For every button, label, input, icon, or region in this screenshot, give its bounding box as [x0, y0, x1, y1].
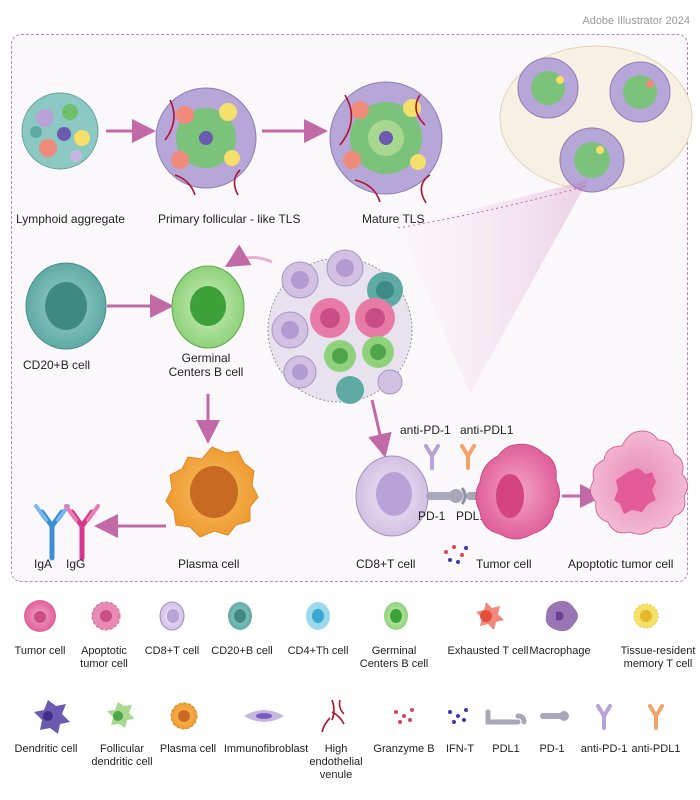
label-iga: IgA: [34, 557, 52, 571]
tumor-cell: [475, 443, 560, 540]
label-cd8-t-cell: CD8+T cell: [356, 557, 415, 571]
legend-row1-label-5-l1: CD4+Th cell: [288, 645, 349, 657]
igg-antibody: [64, 504, 100, 561]
legend-row2-label-10-l1: anti-PD-1: [581, 743, 627, 755]
exhausted-t-cell-icon: [476, 602, 504, 630]
legend-row2-label-6-l1: Granzyme B: [373, 743, 434, 755]
macrophage-icon: [545, 600, 578, 632]
granzyme-b-icon: [394, 708, 414, 724]
legend-row1-label-8-l1: Macrophage: [529, 645, 590, 657]
legend-row2-label-4-l1: Immunofibroblast: [224, 743, 308, 755]
legend-row1-label-6-l1: Germinal: [372, 645, 417, 657]
immunofibroblast-icon: [244, 710, 284, 722]
germinal-centers-b-cell: [171, 265, 245, 349]
legend-row2-label-2-l1: Follicular: [100, 743, 144, 755]
legend-row1-label-9-l1: Tissue-resident: [621, 645, 696, 657]
legend-row1-label-9-l2: memory T cell: [624, 658, 693, 670]
zoom-cone: [400, 180, 588, 394]
legend-row2-label-7-l1: IFN-T: [446, 743, 474, 755]
anti-pd1-antibody: [424, 444, 440, 470]
cd8-t-cell-icon: [159, 601, 185, 631]
arrow-tls-to-gc: [224, 244, 273, 268]
iga-antibody: [34, 504, 70, 561]
mature-tls: [329, 81, 443, 204]
anti-pd1-icon: [596, 704, 612, 730]
plasma-cell: [165, 446, 259, 538]
legend-row2-label-3-l1: Plasma cell: [160, 743, 216, 755]
legend-row2-label-5-l1: High: [325, 743, 348, 755]
label-anti-pdl1: anti-PDL1: [460, 423, 514, 437]
tls-zoom-circle: [267, 249, 413, 404]
primary-follicular-tls: [155, 87, 257, 196]
cd4-th-cell-icon: [306, 602, 330, 630]
apoptotic-tumor-cell: [590, 430, 688, 535]
legend-row2-label-2-l2: dendritic cell: [91, 756, 152, 768]
dendritic-cell-icon: [34, 700, 70, 734]
label-plasma-cell: Plasma cell: [178, 557, 239, 571]
label-igg: IgG: [66, 557, 85, 571]
legend-row2-label-8-l1: PDL1: [492, 743, 520, 755]
anti-pdl1-antibody: [460, 444, 476, 470]
tumor-tissue-with-tls: [499, 45, 693, 193]
legend-row1-label-6-l2: Centers B cell: [360, 658, 428, 670]
pd1-icon: [540, 711, 569, 721]
lymphoid-aggregate: [21, 92, 99, 170]
legend-icons-row1: [24, 600, 659, 632]
legend-row2-label-11-l1: anti-PDL1: [632, 743, 681, 755]
tumor-cell-icon: [24, 600, 56, 632]
label-pd1: PD-1: [418, 509, 446, 523]
cd8-t-cell: [355, 455, 429, 537]
apoptotic-cell-icon: [91, 601, 121, 631]
label-tumor-cell: Tumor cell: [476, 557, 532, 571]
follicular-dendritic-cell-icon: [107, 702, 135, 728]
watermark-text: Adobe Illustrator 2024: [582, 15, 690, 27]
legend-row2-label-5-l2: endothelial: [309, 756, 362, 768]
legend-row2-label-5-l3: venule: [320, 769, 352, 781]
germinal-center-b-cell-icon: [384, 602, 408, 630]
label-apoptotic-tumor-cell: Apoptotic tumor cell: [568, 557, 673, 571]
pdl1-icon: [485, 709, 527, 725]
legend-row1-label-1-l1: Tumor cell: [15, 645, 66, 657]
high-endothelial-venule-icon: [321, 699, 345, 733]
legend-row2-label-1-l1: Dendritic cell: [15, 743, 78, 755]
legend-row1-label-3-l1: CD8+T cell: [145, 645, 200, 657]
legend-row1-label-2-l1: Apoptotic: [81, 645, 127, 657]
legend-icons-row2: [34, 699, 664, 734]
legend-row1-label-2-l2: tumor cell: [80, 658, 128, 670]
cytokine-dots: [444, 545, 468, 564]
stage-label-primary: Primary follicular - like TLS: [158, 212, 300, 226]
cd20b-cell: [25, 262, 107, 350]
arrow-tls-to-cd8: [368, 399, 392, 458]
legend-row1-label-4-l1: CD20+B cell: [211, 645, 272, 657]
label-gc-line1: Germinal: [182, 351, 231, 365]
stage-label-lymphoid: Lymphoid aggregate: [16, 212, 125, 226]
label-cd20b-cell: CD20+B cell: [23, 358, 90, 372]
label-anti-pd1: anti-PD-1: [400, 423, 451, 437]
anti-pdl1-icon: [648, 704, 664, 730]
label-pdl1: PDL1: [456, 509, 486, 523]
plasma-cell-icon: [170, 702, 198, 730]
legend-row1-label-7-l1: Exhausted T cell: [448, 645, 529, 657]
ifn-gamma-icon: [448, 708, 468, 724]
tissue-resident-memory-t-cell-icon: [633, 603, 659, 629]
cd20b-cell-icon: [228, 602, 252, 630]
legend-row2-label-9-l1: PD-1: [539, 743, 564, 755]
stage-label-mature: Mature TLS: [362, 212, 424, 226]
label-gc-line2: Centers B cell: [169, 365, 244, 379]
